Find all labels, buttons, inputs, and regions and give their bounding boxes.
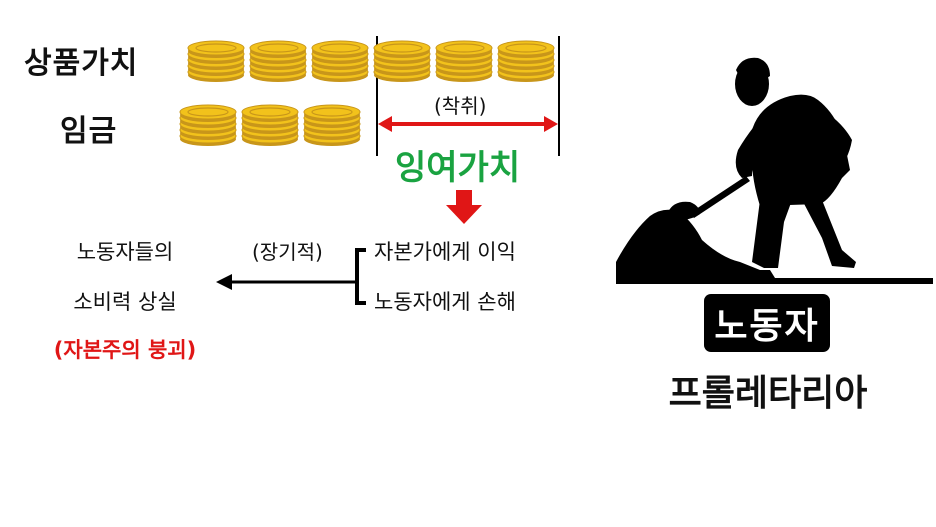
- worker-shoveling-silhouette-icon: [616, 57, 933, 284]
- wage-label: 임금: [60, 114, 118, 149]
- outcome-bracket: [355, 248, 366, 305]
- long-term-label: (장기적): [252, 240, 323, 264]
- worker-badge: 노동자: [704, 294, 830, 352]
- red-down-arrow-icon: [446, 190, 482, 224]
- gold-coin-stack-icon: [310, 36, 370, 82]
- proletariat-label: 프롤레타리아: [668, 373, 868, 414]
- collapse-label: (자본주의 붕괴): [53, 338, 197, 362]
- consumption-line1-label: 노동자들의: [76, 240, 174, 264]
- gold-coin-stack-icon: [240, 100, 300, 146]
- gold-coin-stack-icon: [434, 36, 494, 82]
- gold-coin-stack-icon: [496, 36, 556, 82]
- black-left-arrow-icon: [216, 274, 356, 290]
- commodity-value-label: 상품가치: [24, 46, 139, 81]
- exploitation-double-arrow-icon: [378, 116, 558, 132]
- worker-loss-label: 노동자에게 손해: [374, 290, 516, 314]
- surplus-value-label: 잉여가치: [395, 148, 521, 188]
- gold-coin-stack-icon: [178, 100, 238, 146]
- capitalist-gain-label: 자본가에게 이익: [374, 240, 516, 264]
- gold-coin-stack-icon: [248, 36, 308, 82]
- gold-coin-stack-icon: [372, 36, 432, 82]
- consumption-line2-label: 소비력 상실: [73, 290, 177, 314]
- gold-coin-stack-icon: [186, 36, 246, 82]
- gold-coin-stack-icon: [302, 100, 362, 146]
- exploitation-label: (착취): [434, 94, 487, 118]
